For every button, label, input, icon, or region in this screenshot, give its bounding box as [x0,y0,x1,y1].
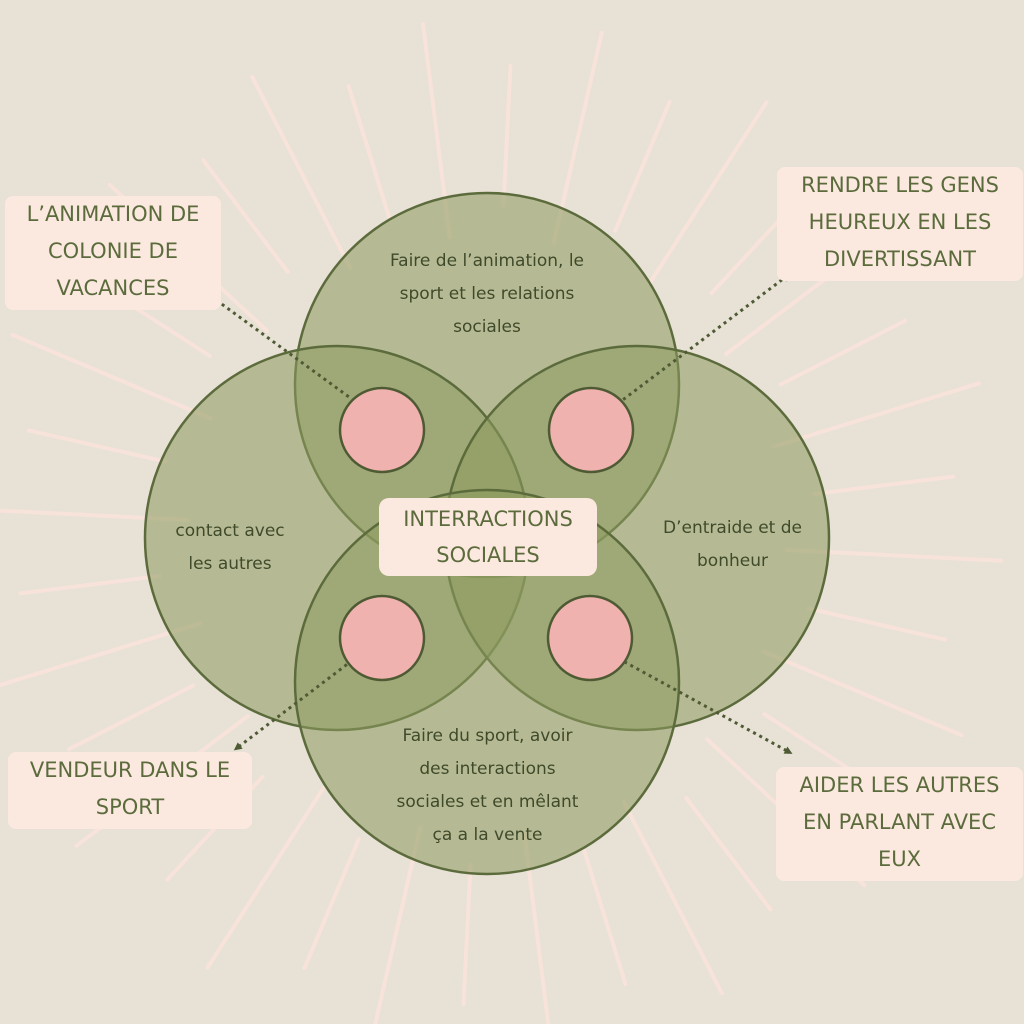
sunburst-ray [613,99,672,233]
circle-right-text: D’entraide et de bonheur [640,512,825,578]
pink-dots [338,386,635,682]
callout-bottom-right-line-3: EUX [877,847,922,871]
sunburst-ray [582,848,628,987]
sunburst-ray [250,74,353,270]
sunburst-ray [684,796,773,912]
callout-top-left: L’ANIMATION DE COLONIE DE VACANCES [5,196,221,310]
circle-top-line-2: sport et les relations [399,284,575,304]
sunburst-ray [346,83,392,222]
center-label-line-2: SOCIALES [436,543,540,567]
circle-bottom-line-4: ça a la vente [432,825,543,845]
sunburst-ray [778,318,908,387]
circle-bottom-line-2: des interactions [419,759,556,779]
callout-top-right-line-2: HEUREUX EN LES [808,210,992,234]
sunburst-ray [812,474,956,496]
sunburst-ray [0,621,203,688]
circle-bottom [293,488,681,876]
circle-top-line-3: sociales [453,317,521,337]
callout-top-left-line-1: L’ANIMATION DE [26,202,200,226]
sunburst-ray [373,825,423,1024]
callout-bottom-left-line-2: SPORT [95,795,165,819]
center-label: INTERRACTIONS SOCIALES [379,498,597,576]
sunburst-ray [18,574,162,596]
callout-bottom-right-line-1: AIDER LES AUTRES [799,773,1000,797]
sunburst-ray [26,428,168,464]
arrow-bottom-left [233,654,359,751]
center-label-line-1: INTERRACTIONS [403,507,573,531]
sunburst-ray [761,649,964,738]
dot-top-right [547,386,635,474]
circle-left-line-1: contact avec [175,521,285,541]
callout-top-right-line-1: RENDRE LES GENS [801,173,999,197]
callout-bottom-left-line-1: VENDEUR DANS LE [29,758,231,782]
sunburst-ray [501,63,513,208]
circle-top-line-1: Faire de l’animation, le [389,251,585,271]
callout-top-right: RENDRE LES GENS HEUREUX EN LES DIVERTISS… [777,167,1023,281]
callout-top-right-line-3: DIVERTISSANT [823,247,977,271]
sunburst-ray [205,785,327,970]
sunburst-ray [302,837,361,971]
sunburst-ray [66,683,196,752]
circle-bottom-line-1: Faire du sport, avoir [402,726,573,746]
overlapping-circles [143,191,831,876]
callout-top-left-line-2: COLONIE DE [48,239,178,263]
circle-left-text: contact avec les autres [160,515,300,581]
circle-bottom-line-3: sociales et en mêlant [396,792,579,812]
circle-top-text: Faire de l’animation, le sport et les re… [357,245,617,344]
arrow-top-left [182,275,361,407]
sunburst-ray [771,381,982,449]
callout-bottom-left: VENDEUR DANS LE SPORT [8,752,252,829]
sunburst-ray [621,800,724,996]
dotted-arrows [182,273,793,754]
sunburst-ray [806,606,948,642]
dot-bottom-right [546,594,634,682]
dot-top-left [338,386,426,474]
callout-bottom-right-line-2: EN PARLANT AVEC [802,810,996,834]
sunburst-ray [647,100,769,285]
arrow-top-right [611,273,791,410]
arrow-bottom-right [611,653,793,754]
circle-right-line-1: D’entraide et de [663,518,802,538]
sunburst-ray [201,158,290,274]
sunburst-ray [461,862,473,1007]
callout-bottom-right: AIDER LES AUTRES EN PARLANT AVEC EUX [776,767,1023,881]
dot-bottom-left [338,594,426,682]
callout-top-left-line-3: VACANCES [56,276,170,300]
circle-left-line-2: les autres [188,554,272,574]
circle-bottom-text: Faire du sport, avoir des interactions s… [360,720,615,852]
circle-right-line-2: bonheur [697,551,768,571]
sunburst-ray [10,332,213,421]
